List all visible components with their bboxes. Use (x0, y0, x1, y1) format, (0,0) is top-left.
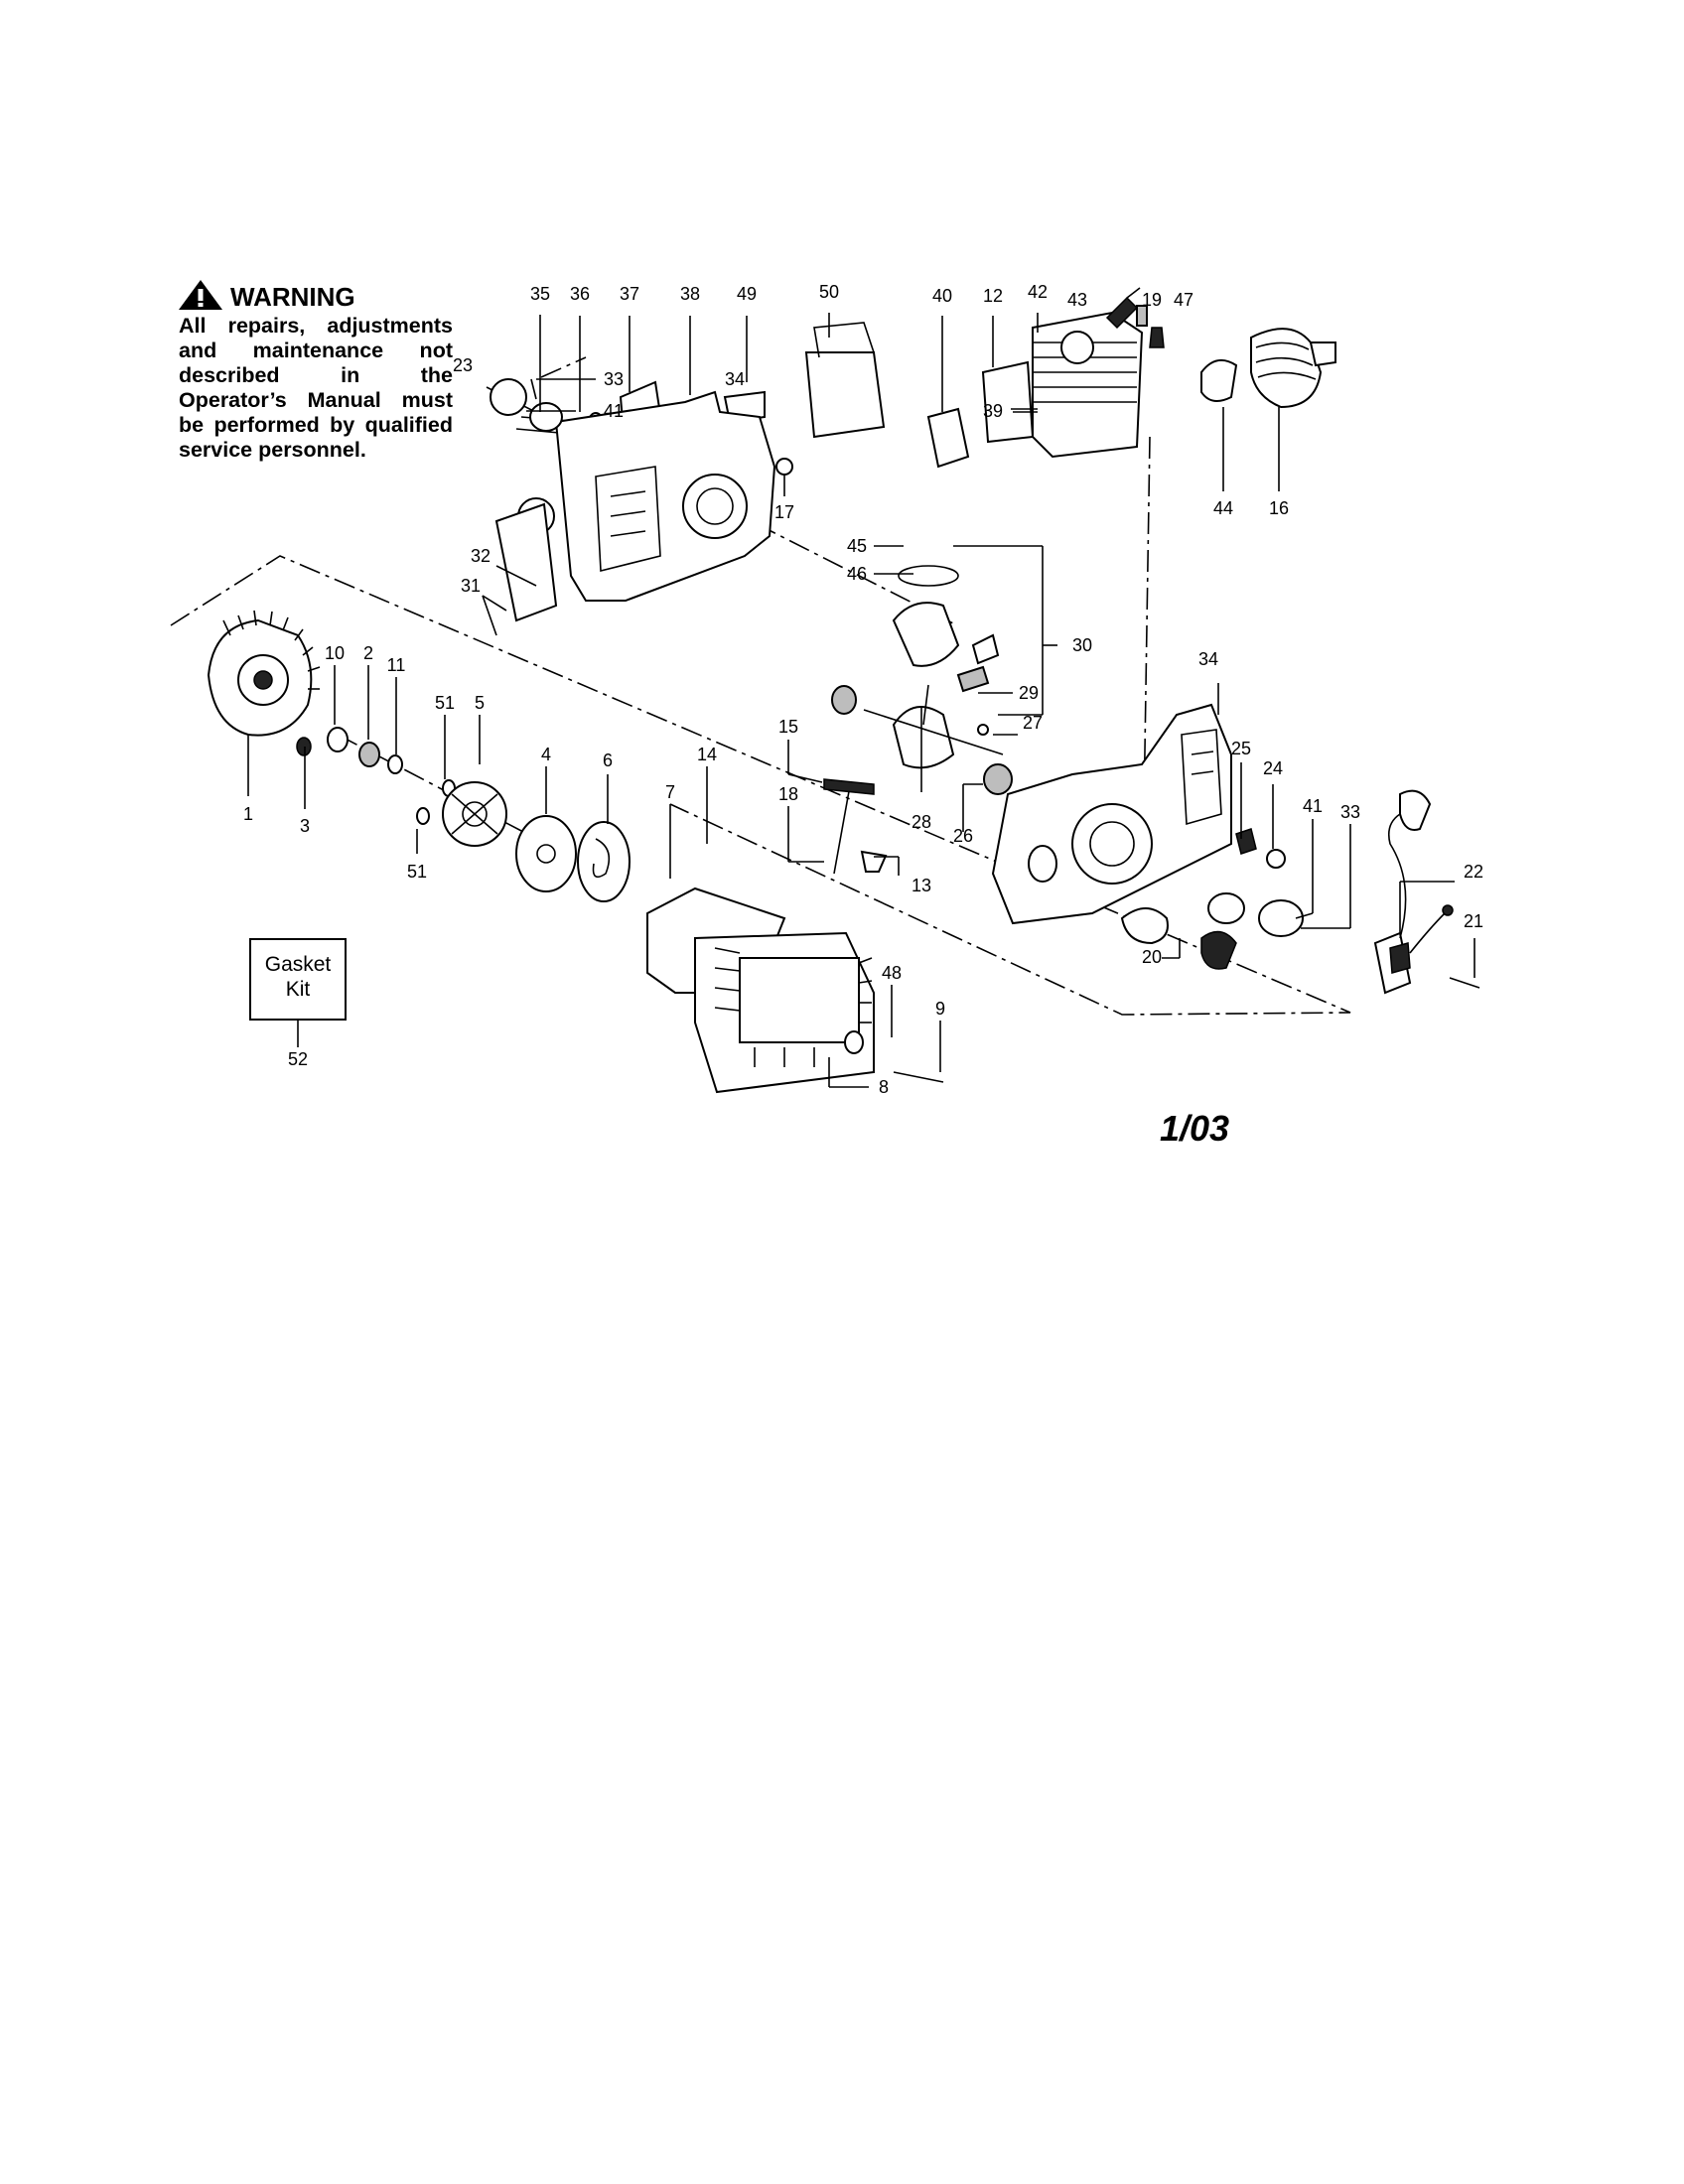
callout: 51 (435, 693, 455, 713)
gasket-kit-label-2: Kit (285, 978, 311, 1001)
starter-handle-part (823, 778, 888, 875)
callout: 18 (778, 784, 798, 804)
callout: 50 (819, 282, 839, 302)
intake-parts (1200, 328, 1336, 409)
callout: 21 (1464, 911, 1483, 931)
callout: 29 (1019, 683, 1039, 703)
callout: 48 (882, 963, 902, 983)
callout: 2 (363, 643, 373, 663)
callout: 1 (243, 804, 253, 824)
callout: 14 (697, 745, 717, 764)
warning-title: WARNING (230, 282, 355, 312)
gasket-kit-label: Gasket (264, 953, 332, 976)
callout: 19 (1142, 290, 1162, 310)
callout: 40 (932, 286, 952, 306)
callout: 38 (680, 284, 700, 304)
revision-date: 1/03 (1160, 1108, 1230, 1149)
callout: 16 (1269, 498, 1289, 518)
callout: 33 (604, 369, 624, 389)
crankcase-right-part (991, 703, 1304, 937)
callout: 24 (1263, 758, 1283, 778)
callout: 5 (475, 693, 485, 713)
callout-numbers: 35 36 37 38 49 50 40 12 42 43 19 47 44 1… (243, 282, 1483, 1097)
callout: 26 (953, 826, 973, 846)
callout: 20 (1142, 947, 1162, 967)
callout: 11 (387, 655, 406, 675)
callout: 6 (603, 751, 613, 770)
callout: 10 (325, 643, 345, 663)
spark-plug-part (1105, 287, 1141, 330)
callout: 23 (453, 355, 473, 375)
warning-text: All repairs, adjustments and maintenance… (179, 314, 453, 462)
cap-part (1120, 907, 1237, 970)
callout: 37 (620, 284, 639, 304)
callout: 44 (1213, 498, 1233, 518)
callout: 25 (1231, 739, 1251, 758)
callout: 8 (879, 1077, 889, 1097)
callout: 4 (541, 745, 551, 764)
callout: 32 (471, 546, 491, 566)
callout: 46 (847, 564, 867, 584)
callout: 22 (1464, 862, 1483, 882)
callout: 43 (1067, 290, 1087, 310)
small-parts (296, 727, 631, 902)
callout: 34 (1198, 649, 1218, 669)
leader-lines (247, 313, 1475, 1088)
callout: 27 (1023, 713, 1043, 733)
callout: 35 (530, 284, 550, 304)
callout: 17 (774, 502, 794, 522)
callout: 42 (1028, 282, 1048, 302)
callout: 28 (912, 812, 931, 832)
piston-crank-part (831, 565, 1013, 795)
callout: 15 (778, 717, 798, 737)
warning-icon (179, 280, 222, 310)
callout: 31 (461, 576, 481, 596)
cylinder-part (926, 305, 1165, 469)
callout: 34 (725, 369, 745, 389)
starter-housing-part (646, 887, 944, 1094)
callout: 7 (665, 782, 675, 802)
callout: 49 (737, 284, 757, 304)
callout: 33 (1340, 802, 1360, 822)
callout: 41 (1303, 796, 1323, 816)
ignition-module-part (1373, 789, 1480, 995)
flywheel-part (207, 610, 321, 737)
callout: 39 (983, 401, 1003, 421)
callout: 30 (1072, 635, 1092, 655)
callout: 12 (983, 286, 1003, 306)
callout: 9 (935, 999, 945, 1019)
gasket-kit-box: Gasket Kit (249, 938, 347, 1021)
callout: 45 (847, 536, 867, 556)
callout: 3 (300, 816, 310, 836)
callout: 52 (288, 1049, 308, 1069)
callout: 41 (604, 401, 624, 421)
callout: 13 (912, 876, 931, 895)
crankcase-left-part (490, 378, 776, 622)
callout: 47 (1174, 290, 1193, 310)
callout: 51 (407, 862, 427, 882)
callout: 36 (570, 284, 590, 304)
